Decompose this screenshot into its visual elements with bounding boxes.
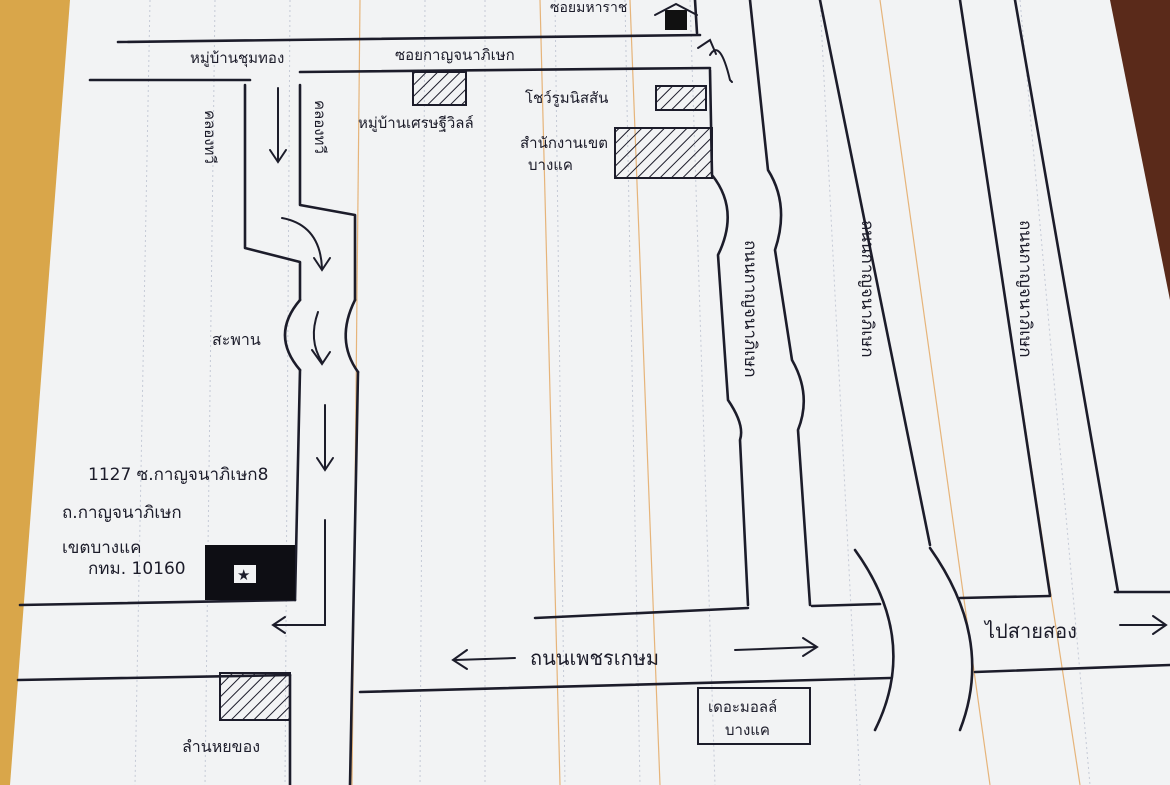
bridge-arc-west: [853, 548, 895, 732]
temple-edge: [693, 0, 699, 35]
bridge-west-arc: [283, 298, 302, 372]
soi-road-top-edge: [116, 33, 702, 44]
label-address-line-3: เขตบางแค: [62, 538, 141, 558]
showroom-building: [655, 85, 707, 111]
label-village-chumthong: หมู่บ้านชุมทอง: [190, 49, 284, 68]
phetkasem-north-edge-east: [958, 594, 1052, 600]
bridge-east-arc: [344, 298, 360, 374]
phetkasem-north-edge-mid: [810, 602, 882, 608]
label-village-setthi: หมู่บ้านเศรษฐีวิลล์: [358, 114, 474, 132]
the-mall-box: [697, 687, 811, 745]
label-bridge: สะพาน: [212, 330, 261, 349]
kanchanaphisek-east-edge: [748, 0, 812, 607]
label-the-mall-1: เดอะมอลล์: [708, 698, 777, 716]
u-turn-arrowhead: [697, 38, 717, 55]
label-temple-bottom: ลำนหยของ: [182, 737, 260, 756]
kanchanaphisek-far-east: [1013, 0, 1120, 594]
phetkasem-south-edge-east: [973, 663, 1170, 674]
village-setthi-villa-building: [412, 71, 467, 106]
label-address-line-1: 1127 ซ.กาญจนาภิเษก8: [88, 465, 268, 485]
kanchanaphisek-mid-east: [958, 0, 1052, 597]
label-address-line-2: ถ.กาญจนาภิเษก: [62, 503, 182, 523]
label-top-cut: ซอยมหาราช: [550, 0, 627, 16]
star-icon: ★: [237, 566, 250, 584]
soi-road-bottom-edge: [298, 66, 712, 74]
label-the-mall-2: บางแค: [725, 721, 770, 739]
soi-8-road-top: [18, 598, 297, 607]
label-canal-left: คลองทวี: [201, 110, 219, 164]
kanchanaphisek-mid-west: [818, 0, 932, 547]
label-address-line-4: กทม. 10160: [88, 559, 186, 579]
label-road-kanchanaphisek: ถนนกาญจนาภิเษก: [740, 240, 760, 378]
phetkasem-north-edge-west: [533, 606, 750, 620]
phetkasem-arrows: [451, 615, 1168, 670]
temple-bottom-building: [219, 672, 291, 721]
label-road-kanchanaphisek-mid: ถนนกาญจนาภิเษก: [857, 220, 877, 358]
kanchanaphisek-west-edge: [708, 68, 750, 607]
star-box: [234, 565, 256, 583]
phetkasem-south-edge-west: [358, 676, 892, 694]
district-office-building: [614, 127, 713, 179]
bridge-arc-east: [928, 546, 974, 732]
road-left-west: [243, 83, 302, 302]
label-road-kanchanaphisek-right: ถนนกาญจนาภิเษก: [1015, 220, 1035, 358]
label-to-sai-song: ไปสายสอง: [983, 619, 1077, 643]
label-district-office-2: บางแค: [528, 156, 573, 174]
route-arrows: [269, 87, 334, 634]
label-canal-mid: คลองทวี: [311, 100, 329, 154]
label-showroom: โชว์รูมนิสสัน: [525, 89, 608, 107]
road-lower-east: [348, 370, 360, 785]
u-turn-arrow: [709, 49, 733, 83]
road-lower-west: [293, 368, 302, 602]
road-left-east: [298, 83, 357, 302]
label-district-office-1: สำนักงานเขต: [520, 134, 608, 152]
label-soi-kanchanaphisek: ซอยกาญจนาภิเษก: [395, 46, 515, 64]
label-road-phetkasem: ถนนเพชรเกษม: [530, 646, 659, 670]
temple-roof-icon: [654, 2, 698, 16]
temple-icon: [665, 10, 687, 30]
